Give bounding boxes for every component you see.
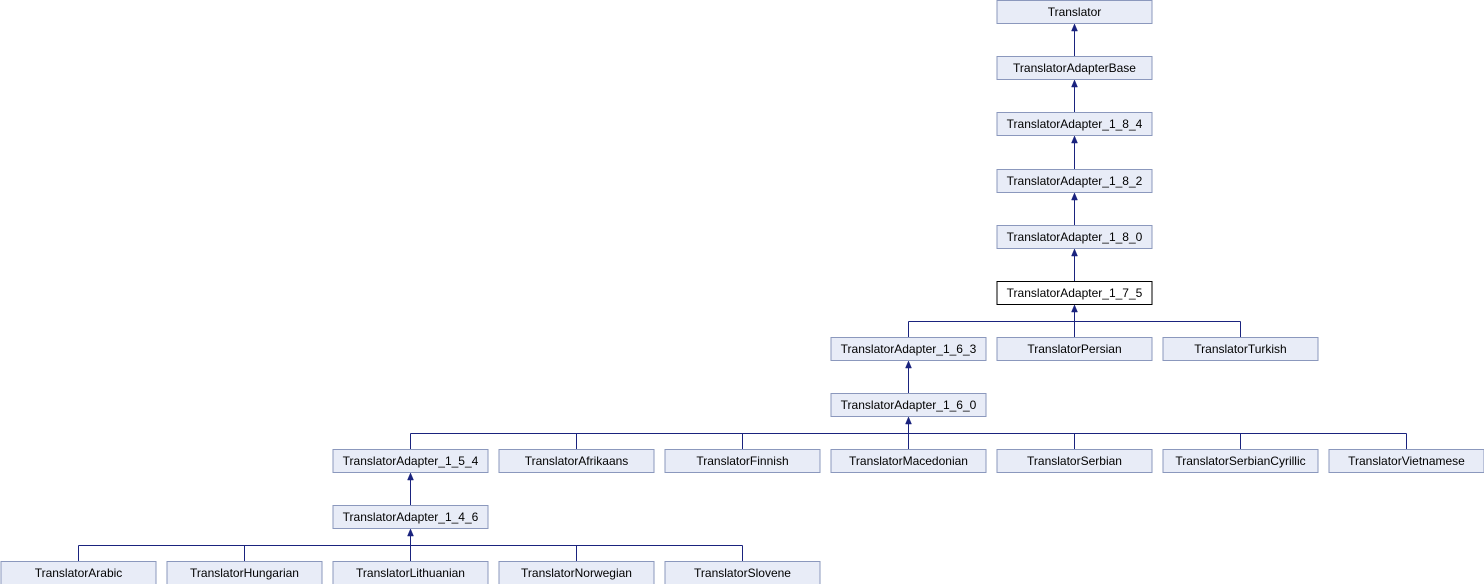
class-node-translatorserbian[interactable]: TranslatorSerbian	[996, 449, 1153, 473]
class-node-translatorhungarian[interactable]: TranslatorHungarian	[166, 561, 323, 584]
inheritance-arrowhead	[905, 416, 912, 425]
edge-group-translatoradapter-1-8-2	[1071, 192, 1078, 225]
class-node-translatoradapter-1-8-0[interactable]: TranslatorAdapter_1_8_0	[996, 225, 1153, 249]
class-node-translatorfinnish[interactable]: TranslatorFinnish	[664, 449, 821, 473]
class-node-box	[332, 505, 489, 529]
class-node-box	[332, 561, 489, 584]
class-node-translatoradapter-1-7-5: TranslatorAdapter_1_7_5	[996, 281, 1153, 305]
class-node-label: TranslatorArabic	[35, 566, 123, 580]
class-node-box	[166, 561, 323, 584]
class-node-label: TranslatorMacedonian	[849, 454, 968, 468]
class-node-translatormacedonian[interactable]: TranslatorMacedonian	[830, 449, 987, 473]
inheritance-arrowhead	[407, 528, 414, 537]
class-node-box	[664, 561, 821, 584]
inheritance-arrowhead	[1071, 192, 1078, 201]
class-node-translatoradapter-1-8-4[interactable]: TranslatorAdapter_1_8_4	[996, 112, 1153, 136]
class-node-label: TranslatorSlovene	[694, 566, 791, 580]
class-node-label: TranslatorVietnamese	[1348, 454, 1465, 468]
class-node-box	[996, 112, 1153, 136]
edge-group-translatoradapter-1-6-3	[905, 360, 912, 393]
edge-group-translator	[1071, 23, 1078, 56]
class-node-label: TranslatorAdapter_1_5_4	[343, 454, 479, 468]
inheritance-arrowhead	[1071, 135, 1078, 144]
class-node-box	[996, 337, 1153, 361]
inheritance-arrowhead	[1071, 79, 1078, 88]
class-node-label: TranslatorAdapter_1_8_4	[1007, 117, 1143, 131]
class-node-translatoradapterbase[interactable]: TranslatorAdapterBase	[996, 56, 1153, 80]
class-node-translatoradapter-1-6-0[interactable]: TranslatorAdapter_1_6_0	[830, 393, 987, 417]
class-node-box	[996, 281, 1153, 305]
class-node-label: TranslatorHungarian	[190, 566, 299, 580]
class-node-label: TranslatorTurkish	[1194, 342, 1286, 356]
inheritance-arrowhead	[407, 472, 414, 481]
class-node-translatorpersian[interactable]: TranslatorPersian	[996, 337, 1153, 361]
class-node-label: Translator	[1048, 5, 1102, 19]
class-node-translatoradapter-1-8-2[interactable]: TranslatorAdapter_1_8_2	[996, 169, 1153, 193]
class-node-box	[996, 449, 1153, 473]
inheritance-arrowhead	[1071, 304, 1078, 313]
class-node-box	[0, 561, 157, 584]
inheritance-arrowhead	[1071, 248, 1078, 257]
class-node-label: TranslatorLithuanian	[356, 566, 465, 580]
class-node-label: TranslatorAdapter_1_7_5	[1007, 286, 1143, 300]
edges-layer	[78, 23, 1407, 561]
edge-group-translatoradapter-1-6-0	[410, 416, 1407, 449]
class-node-label: TranslatorAdapter_1_6_3	[841, 342, 977, 356]
edge-group-translatoradapter-1-7-5	[908, 304, 1241, 337]
edge-group-translatoradapter-1-8-0	[1071, 248, 1078, 281]
class-node-translatorafrikaans[interactable]: TranslatorAfrikaans	[498, 449, 655, 473]
class-node-label: TranslatorSerbian	[1027, 454, 1122, 468]
class-node-box	[664, 449, 821, 473]
class-node-label: TranslatorAdapter_1_8_0	[1007, 230, 1143, 244]
class-node-translatoradapter-1-4-6[interactable]: TranslatorAdapter_1_4_6	[332, 505, 489, 529]
class-node-label: TranslatorAdapter_1_4_6	[343, 510, 479, 524]
class-node-label: TranslatorAdapter_1_8_2	[1007, 174, 1143, 188]
class-node-box	[830, 337, 987, 361]
class-node-box	[498, 561, 655, 584]
class-node-box	[1328, 449, 1484, 473]
class-node-translatoradapter-1-5-4[interactable]: TranslatorAdapter_1_5_4	[332, 449, 489, 473]
class-node-box	[830, 393, 987, 417]
class-node-box	[1162, 337, 1319, 361]
edge-group-translatoradapterbase	[1071, 79, 1078, 112]
class-node-translatorserbiancyrillic[interactable]: TranslatorSerbianCyrillic	[1162, 449, 1319, 473]
class-node-box	[996, 169, 1153, 193]
inheritance-arrowhead	[905, 360, 912, 369]
class-node-box	[996, 0, 1153, 24]
class-node-box	[996, 225, 1153, 249]
class-node-box	[1162, 449, 1319, 473]
class-node-box	[830, 449, 987, 473]
class-node-translator[interactable]: Translator	[996, 0, 1153, 24]
class-node-label: TranslatorAfrikaans	[525, 454, 629, 468]
class-node-label: TranslatorAdapterBase	[1013, 61, 1136, 75]
class-node-box	[332, 449, 489, 473]
class-node-box	[498, 449, 655, 473]
class-node-translatornorwegian[interactable]: TranslatorNorwegian	[498, 561, 655, 584]
edge-group-translatoradapter-1-4-6	[78, 528, 743, 561]
class-node-translatorlithuanian[interactable]: TranslatorLithuanian	[332, 561, 489, 584]
class-node-label: TranslatorNorwegian	[521, 566, 632, 580]
edge-group-translatoradapter-1-5-4	[407, 472, 414, 505]
class-node-translatorvietnamese[interactable]: TranslatorVietnamese	[1328, 449, 1484, 473]
inheritance-arrowhead	[1071, 23, 1078, 32]
class-node-label: TranslatorPersian	[1027, 342, 1121, 356]
class-node-translatorturkish[interactable]: TranslatorTurkish	[1162, 337, 1319, 361]
class-node-label: TranslatorFinnish	[696, 454, 788, 468]
class-node-label: TranslatorSerbianCyrillic	[1175, 454, 1305, 468]
class-node-label: TranslatorAdapter_1_6_0	[841, 398, 977, 412]
class-node-box	[996, 56, 1153, 80]
edge-group-translatoradapter-1-8-4	[1071, 135, 1078, 169]
class-node-translatorarabic[interactable]: TranslatorArabic	[0, 561, 157, 584]
class-node-translatorslovene[interactable]: TranslatorSlovene	[664, 561, 821, 584]
class-node-translatoradapter-1-6-3[interactable]: TranslatorAdapter_1_6_3	[830, 337, 987, 361]
